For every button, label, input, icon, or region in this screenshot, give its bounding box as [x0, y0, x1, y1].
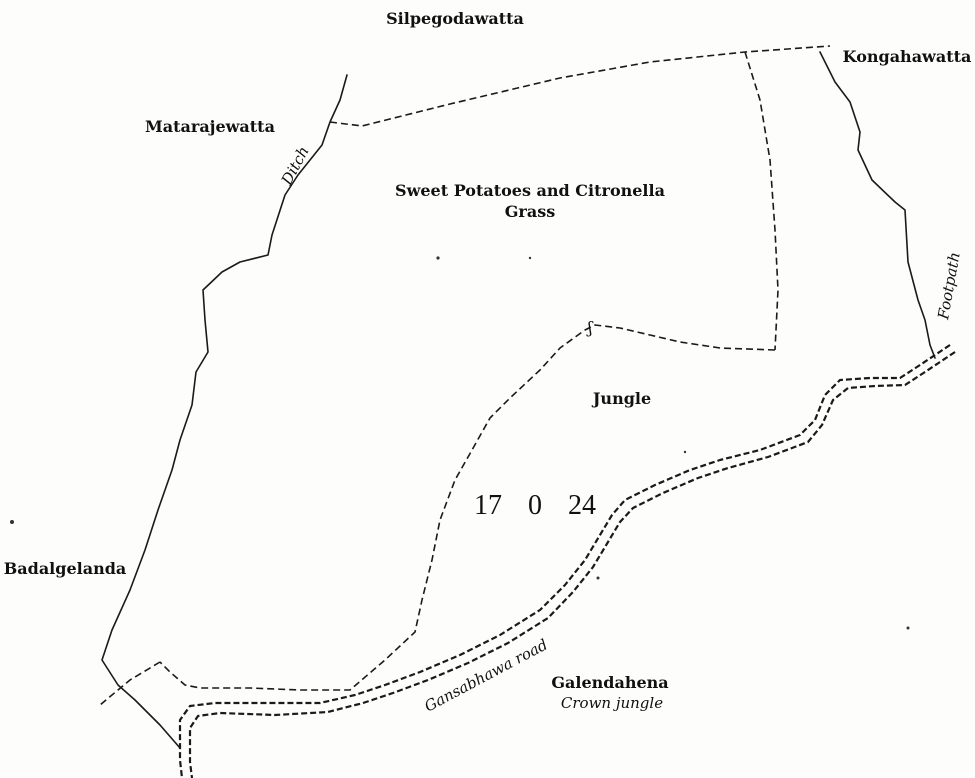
- west-boundary-label: Badalgelanda: [4, 559, 127, 578]
- extent-roods: 0: [528, 490, 542, 521]
- internal-boundary-north-south: [744, 51, 779, 351]
- extent-perches: 24: [568, 490, 596, 521]
- road-lower-edge: [188, 351, 956, 778]
- northeast-boundary-label: Kongahawatta: [843, 47, 972, 66]
- south-type-label: Crown jungle: [561, 694, 663, 712]
- south-name-label: Galendahena: [551, 673, 668, 692]
- south-edge-stub: [99, 661, 161, 706]
- extent-acres: 17: [474, 490, 502, 521]
- field-label-line1: Sweet Potatoes and Citronella: [395, 181, 665, 200]
- internal-boundary-field-jungle: [159, 324, 776, 691]
- northwest-boundary-label: Matarajewatta: [145, 117, 275, 136]
- north-boundary-label: Silpegodawatta: [386, 9, 524, 28]
- footpath-label: Footpath: [934, 251, 964, 322]
- ditch-label: Ditch: [277, 143, 313, 188]
- survey-mark: ʃ: [586, 318, 594, 337]
- ditch-boundary-line: [101, 74, 348, 749]
- footpath-boundary-line: [819, 51, 936, 359]
- road-upper-edge: [178, 344, 951, 778]
- field-label-line2: Grass: [505, 202, 555, 221]
- jungle-label: Jungle: [591, 389, 651, 408]
